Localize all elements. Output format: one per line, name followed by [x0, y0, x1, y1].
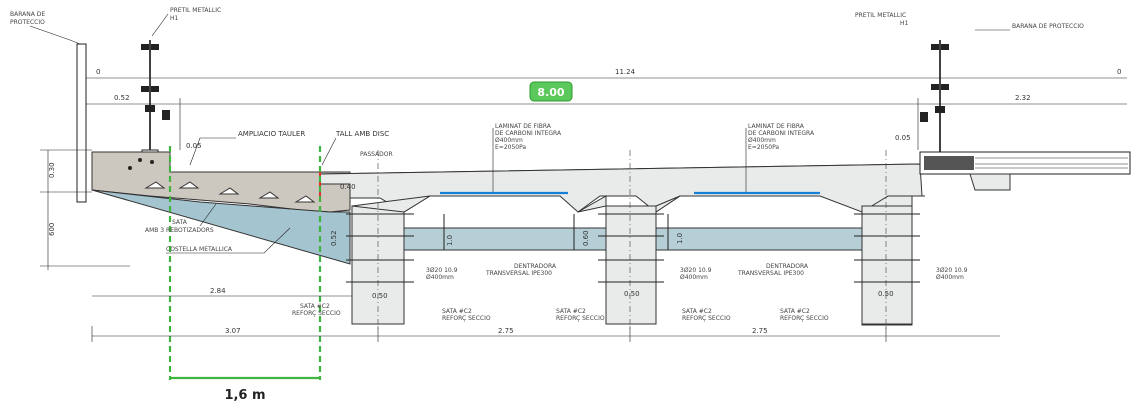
dim-pier-2: 0.50 [624, 290, 640, 298]
top-dimension-lines: 0 11.24 0 0.52 2.32 0.05 0.05 [86, 68, 1127, 150]
dim-right-offset: 2.32 [1015, 94, 1031, 102]
dim-left-offset: 0.52 [114, 94, 130, 102]
callouts: AMPLIACIO TAULER TALL AMB DISC PASSADOR … [145, 123, 968, 322]
dim-span-total: 3.07 [225, 327, 241, 335]
dim-zero-left: 0 [96, 68, 100, 76]
barrier-left-label-1: BARANA DE [10, 11, 45, 18]
reinf-2-line-1: SATA #C2 [442, 308, 472, 315]
lamination-1-line-1: LAMINAT DE FIBRA [495, 123, 552, 130]
lamination-1-line-4: E=2050Pa [495, 144, 526, 151]
rebar-3-line-2: Ø400mm [936, 274, 964, 281]
transverse-beam-1 [403, 227, 607, 251]
barrier-right-label: BARANA DE PROTECCIO [1012, 23, 1084, 30]
lamination-1-line-3: Ø400mm [495, 137, 523, 144]
railing-left-label-1: PRETIL METALLIC [170, 7, 221, 14]
reinf-1-line-2: REFORÇ SECCIO [292, 310, 341, 317]
dim-span-left: 2.84 [210, 287, 226, 295]
railing-right-label-2: H1 [900, 20, 909, 27]
bottom-dimension-lines: 2.84 3.07 2.75 2.75 [91, 287, 1000, 342]
axis-lines [377, 150, 887, 330]
carriageway-width-value: 8.00 [537, 86, 564, 99]
rebar-2-line-1: 3Ø20 10.9 [680, 267, 712, 274]
dim-span-mid: 2.75 [498, 327, 514, 335]
reinf-1-line-1: SATA #C2 [300, 303, 330, 310]
piers [351, 195, 913, 325]
left-protection-barrier: BARANA DE PROTECCIO [10, 11, 87, 203]
railing-right-label-1: PRETIL METALLIC [855, 12, 906, 19]
lamination-2-line-1: LAMINAT DE FIBRA [748, 123, 805, 130]
reinf-3-line-1: SATA #C2 [556, 308, 586, 315]
stiffener-2-line-1: DENTRADORA [766, 263, 809, 270]
rebar-marks [346, 213, 920, 283]
rebar-2-line-2: Ø400mm [680, 274, 708, 281]
cut-joint-label: TALL AMB DISC [335, 130, 389, 138]
widening-label: AMPLIACIO TAULER [238, 130, 305, 138]
dim-gap-left: 0.05 [186, 142, 202, 150]
dim-slab-thickness: 0.30 [48, 162, 56, 178]
barrier-left-label-2: PROTECCIO [10, 19, 45, 26]
reinf-3-line-2: REFORÇ SECCIO [556, 315, 605, 322]
dim-total-width: 11.24 [615, 68, 636, 76]
lamination-2-line-4: E=2050Pa [748, 144, 779, 151]
steel-bracket-label: COSTELLA METALLICA [166, 246, 233, 253]
railing-left-label-2: H1 [170, 15, 179, 22]
stiffener-1-line-2: TRANSVERSAL IPE300 [485, 270, 552, 277]
carriageway-width-badge: 8.00 [529, 81, 573, 102]
lamination-2-line-2: DE CARBONI INTEGRA [748, 130, 815, 137]
reinf-5-line-1: SATA #C2 [780, 308, 810, 315]
walkway-label: PASSADOR [360, 151, 393, 158]
transverse-beam-2 [655, 227, 863, 251]
shoe-label-2: AMB 3 REBOTIZADORS [145, 227, 214, 234]
reinf-2-line-2: REFORÇ SECCIO [442, 315, 491, 322]
stiffener-1-line-1: DENTRADORA [514, 263, 557, 270]
shoe-label-1: SATA [172, 219, 188, 226]
dim-gap-right: 0.05 [895, 134, 911, 142]
dim-deck-depth: 600 [48, 223, 56, 236]
rebar-3-line-1: 3Ø20 10.9 [936, 267, 968, 274]
widening-concrete [91, 151, 351, 213]
rebar-1-line-2: Ø400mm [426, 274, 454, 281]
right-railing: PRETIL METALLIC H1 BARANA DE PROTECCIO [855, 12, 1084, 170]
left-vertical-dimensions: 0.30 600 [40, 149, 130, 270]
lamination-1-line-2: DE CARBONI INTEGRA [495, 130, 562, 137]
reinf-4-line-2: REFORÇ SECCIO [682, 315, 731, 322]
dim-pier-3: 0.50 [878, 290, 894, 298]
pier-3 [861, 205, 913, 325]
dim-web-depth-2: 1.0 [676, 233, 684, 244]
dim-beam-depth-2: 0.60 [582, 230, 590, 246]
dim-zero-right: 0 [1117, 68, 1121, 76]
widening-span-value: 1,6 m [224, 388, 265, 403]
pier-2 [605, 205, 657, 325]
stiffener-2-line-2: TRANSVERSAL IPE300 [737, 270, 804, 277]
steel-bracket [91, 189, 351, 265]
dim-beam-depth-1: 0.52 [330, 230, 338, 246]
dim-web-depth: 1.0 [446, 235, 454, 246]
right-slab [919, 151, 1131, 191]
lamination-2-line-3: Ø400mm [748, 137, 776, 144]
dim-span-right: 2.75 [752, 327, 768, 335]
reinf-5-line-2: REFORÇ SECCIO [780, 315, 829, 322]
rebar-1-line-1: 3Ø20 10.9 [426, 267, 458, 274]
left-railing: PRETIL METALLIC H1 [141, 7, 221, 165]
dim-deck-edge: 0.40 [340, 183, 356, 191]
reinf-4-line-1: SATA #C2 [682, 308, 712, 315]
dim-pier-1: 0.50 [372, 292, 388, 300]
